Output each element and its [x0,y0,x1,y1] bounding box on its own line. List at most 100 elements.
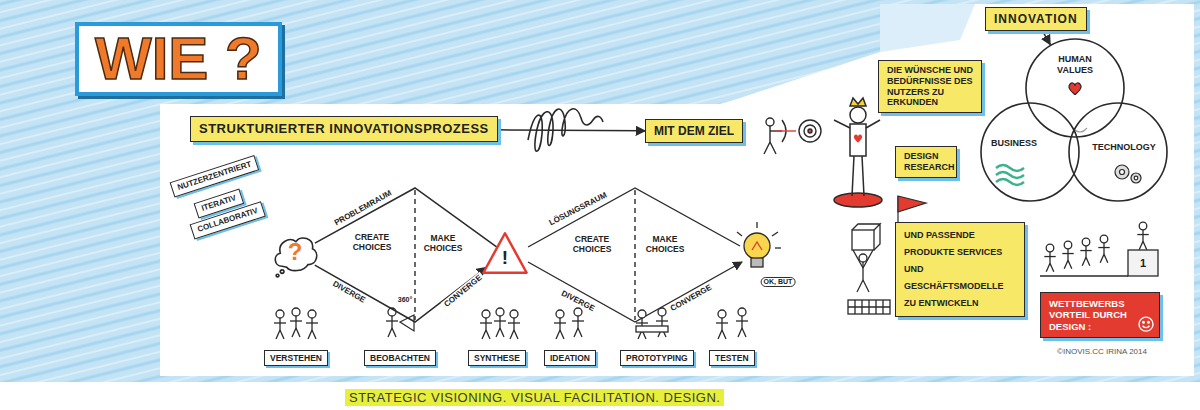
person-figure [1143,241,1147,250]
person-figure [306,322,318,323]
person-figure [574,308,582,316]
caption: STRATEGIC VISIONING. VISUAL FACILITATION… [345,389,724,406]
person-figure [290,308,302,337]
light-bulb [737,222,781,267]
node-text: PROTOTYPING [626,353,688,363]
diamond-lines [528,188,740,247]
archer [770,142,776,154]
person-figure [738,308,746,316]
crowned-user [834,193,882,207]
person-figure [554,322,566,323]
smiley [1139,317,1153,331]
person-figure [386,320,398,321]
smiley [1143,326,1150,328]
person-figure [1082,257,1086,266]
person-figure [508,310,520,339]
person-figure [482,330,486,339]
diamond-lines [528,262,742,322]
label: CREATE CHOICES [343,233,401,253]
advantage-box: WETTBEWERBS VORTEIL DURCH DESIGN : [1040,292,1160,338]
light-bulb [752,242,762,250]
person-figure [1139,241,1143,250]
person-figure [718,330,722,339]
box-person [852,230,874,250]
person-figure [482,310,490,318]
crowned-user [834,120,850,128]
person-figure [1100,254,1104,263]
person-figure [496,308,504,316]
person-figure [388,328,392,337]
box-person [863,250,873,268]
person-figure [494,308,506,337]
venn-icons [996,83,1141,185]
diamond-lines [414,190,415,320]
person-figure [312,330,316,339]
axis-label: LÖSUNGSRAUM [546,190,610,229]
box-person [857,280,863,292]
archer [764,142,770,154]
person-figure [480,322,492,323]
person-figure [494,320,506,321]
person-figure [1064,260,1068,269]
person-figure [1062,241,1073,269]
connector [315,265,487,322]
person-figure [722,330,726,339]
phase-box: SYNTHESE [468,350,526,366]
box-person [863,280,869,292]
person-figure [736,308,748,337]
person-figure [636,322,648,323]
venn-circle-outline [1026,39,1124,137]
box-person [859,254,867,262]
axis-label: DIVERGE [329,278,368,306]
speech-bubble: OK, BUT [761,277,796,287]
person-figure [656,320,668,321]
person-figure [274,310,286,339]
node-text: IDEATION [550,353,590,363]
crowned-user [834,98,882,207]
light-bulb [737,232,742,236]
person-figure [1080,238,1091,266]
venn-circle-outline [1069,103,1167,201]
axis-label: PROBLEMRAUM [331,187,395,228]
person-figure [276,330,280,339]
person-figure [296,328,300,337]
archer [776,130,796,131]
node-text: ! [482,247,528,270]
person-figure [577,316,578,328]
red-flag [898,196,926,212]
person-figure [1085,246,1086,257]
node-text: VERSTEHEN [270,353,322,363]
label: CREATE CHOICES [563,235,621,255]
person-figure [295,316,296,328]
person-figure [274,322,286,323]
person-figure [716,322,728,323]
scroll-box: UND PASSENDE PRODUKTE SERVICES UND GESCH… [895,222,1025,317]
node-text: DESIGN RESEARCH [904,151,948,173]
thought-bubble: ? [272,232,318,276]
person-figure [510,310,518,318]
marker-background [0,0,1200,382]
venn-icons [1115,165,1129,179]
connector [1043,31,1051,44]
person-figure [1098,235,1109,263]
crowned-user [854,134,862,143]
person-figure [292,328,296,337]
crowned-user [852,156,854,196]
person-figure [499,316,500,328]
person-figure [1100,235,1108,243]
person-figure [636,310,648,339]
smiley [1143,321,1145,323]
node-text: ? [272,238,318,267]
archer [764,118,796,154]
venn-circle-outline [980,102,1080,202]
title-box: WIE ? [75,22,282,96]
node-text: SYNTHESE [474,353,520,363]
person-figure [1046,244,1054,252]
podium [1128,250,1158,276]
person-figure [1062,253,1073,254]
person-figure [308,310,316,318]
person-figure [508,322,520,323]
node-text: DIE WÜNSCHE UND BEDÜRFNISSE DES NUTZERS … [887,65,973,108]
venn-icons [1069,83,1081,95]
table [636,326,668,332]
